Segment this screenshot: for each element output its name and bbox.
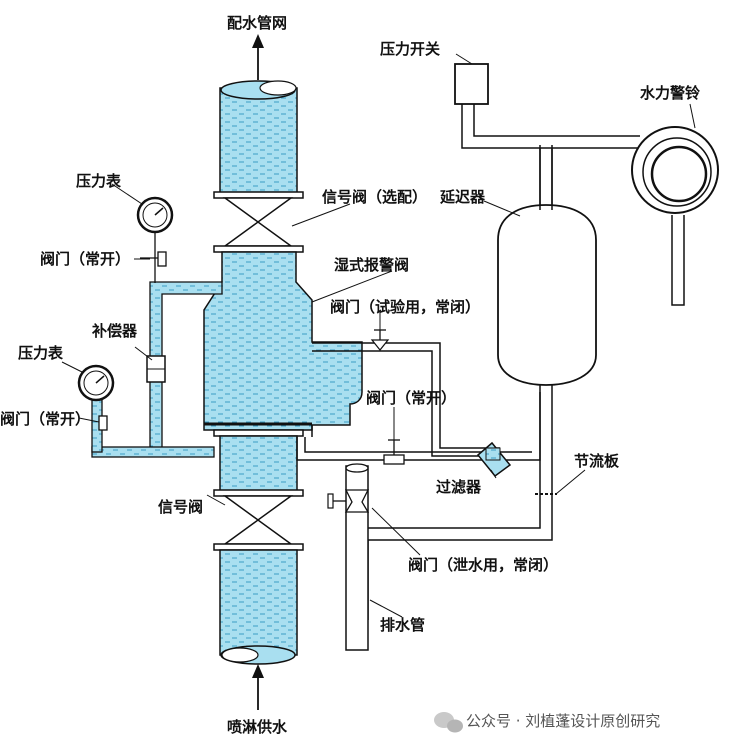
label-sprinkler-supply: 喷淋供水 (227, 718, 288, 736)
watermark: 公众号 · 刘植蓬设计原创研究 (434, 712, 660, 733)
gauge-valve-top (157, 251, 167, 267)
inflow-arrow (252, 664, 264, 710)
label-valve-drain: 阀门（泄水用，常闭） (408, 556, 558, 574)
lower-pipe-section (219, 435, 298, 492)
label-retard-chamber: 延迟器 (439, 188, 486, 206)
pressure-gauge-top-icon (136, 196, 174, 283)
watermark-text: 公众号 · 刘植蓬设计原创研究 (466, 712, 660, 730)
label-signal-valve: 信号阀 (158, 498, 203, 516)
test-valve-icon (370, 329, 390, 351)
supply-riser-pipe (219, 549, 298, 665)
strainer-icon (476, 441, 512, 478)
signal-valve-body (222, 495, 294, 545)
flange (213, 245, 304, 253)
flange (213, 429, 304, 437)
signal-valve-optional-body (222, 197, 294, 247)
label-valve-test: 阀门（试验用，常闭） (330, 298, 480, 316)
flange (213, 191, 304, 199)
label-compensator: 补偿器 (91, 322, 138, 340)
label-pressure-gauge-top: 压力表 (76, 172, 122, 190)
retard-chamber (497, 145, 597, 460)
pressure-gauge-bottom-icon (77, 364, 115, 402)
valve-normally-open-mid-icon (383, 439, 405, 465)
label-strainer: 过滤器 (436, 478, 482, 496)
label-signal-valve-optional: 信号阀（选配） (322, 188, 427, 206)
pressure-switch-icon (454, 63, 489, 105)
alarm-pipe-top (461, 104, 640, 210)
wechat-icon (434, 712, 463, 733)
flange (213, 489, 304, 497)
water-gong-icon (631, 126, 719, 306)
gauge-valve-bottom (98, 415, 108, 431)
outflow-arrow (252, 34, 264, 80)
label-pressure-switch: 压力开关 (380, 40, 440, 58)
upper-riser-pipe (219, 80, 298, 194)
drain-valve-icon (327, 489, 370, 513)
leader-lines (61, 53, 696, 618)
label-valve-normally-open-left: 阀门（常开） (0, 410, 90, 428)
label-pressure-gauge-bottom: 压力表 (18, 344, 64, 362)
label-valve-normally-open-top: 阀门（常开） (40, 250, 130, 268)
label-drain-pipe: 排水管 (380, 616, 425, 634)
label-valve-normally-open-mid: 阀门（常开） (366, 389, 456, 407)
flange (213, 543, 304, 551)
label-water-gong: 水力警铃 (640, 84, 701, 102)
wet-alarm-valve-body (203, 251, 363, 431)
label-supply-network: 配水管网 (227, 14, 287, 32)
label-orifice-plate: 节流板 (574, 452, 620, 470)
label-wet-alarm-valve: 湿式报警阀 (334, 256, 409, 274)
